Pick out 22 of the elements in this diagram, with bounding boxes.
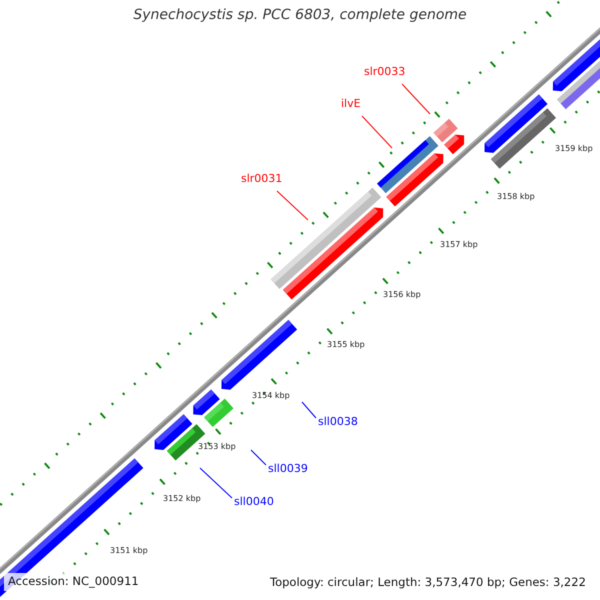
gene-label: sll0040 — [234, 496, 274, 507]
tick-label: 3156 kbp — [383, 291, 421, 299]
tick-label: 3152 kbp — [163, 495, 201, 503]
gene-label: sll0038 — [318, 416, 358, 427]
gene-label: ilvE — [341, 98, 361, 109]
tick-label: 3157 kbp — [440, 241, 478, 249]
gene-label: slr0033 — [364, 66, 406, 77]
leader-line — [402, 84, 430, 114]
leader-line — [362, 116, 392, 148]
gene-label: sll0039 — [268, 463, 308, 474]
tick-label: 3159 kbp — [555, 145, 593, 153]
tick-label: 3153 kbp — [198, 443, 236, 451]
leader-line — [276, 190, 308, 220]
tick-label: 3158 kbp — [497, 193, 535, 201]
title: Synechocystis sp. PCC 6803, complete genome — [133, 8, 467, 22]
leader-line — [302, 402, 316, 418]
leader-line — [200, 468, 232, 498]
leader-line — [250, 450, 266, 466]
tick-label: 3154 kbp — [252, 392, 290, 400]
tick-label: 3155 kbp — [327, 341, 365, 349]
gene-label: slr0031 — [241, 173, 282, 184]
tick-label: 3151 kbp — [110, 547, 148, 555]
